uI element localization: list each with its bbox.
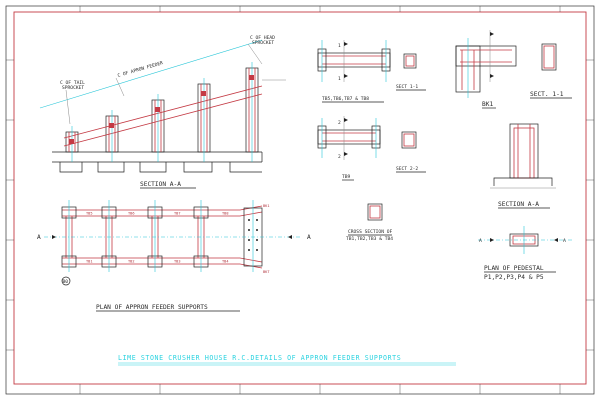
tb-group1-title: TB5,TB6,TB7 & TB8 [322,96,369,102]
section-aa-right-title: SECTION A-A [498,201,539,208]
plan-circle-b0: B0 [63,279,69,285]
tb-group1-marker-1-top: 1 [338,43,341,49]
tb-detail-group1 [317,40,391,82]
tb9-detail [317,116,381,160]
plan-feeder-title: PLAN OF APPRON FEEDER SUPPORTS [96,304,208,311]
plan-pedestal-title-l2: P1,P2,P3,P4 & P5 [484,274,544,281]
section-aa-left-title: SECTION A-A [140,181,181,188]
sprocket-head-label-l1: C OF HEAD [250,35,275,41]
sect-22-detail [401,131,417,149]
beam-tb6: TB6 [128,212,135,216]
cross-section-title-l1: CROSS SECTION OF [348,229,392,235]
sheet-border [5,5,595,395]
beam-tb8: TB8 [222,212,229,216]
plan-marker-a-right: A [307,234,311,241]
bk1-detail [455,30,517,98]
plan-pedestal-title-l1: PLAN OF PEDESTAL [484,265,544,272]
beam-tb1: TB1 [86,260,93,264]
plan-bk1-tag: BK1 [263,204,270,208]
tb9-marker-2-bottom: 2 [338,154,341,160]
sprocket-tail-label-l2: SPROCKET [62,85,84,91]
tb9-title: TB9 [342,174,351,180]
tb9-marker-2-top: 2 [338,120,341,126]
beam-tb2: TB2 [128,260,135,264]
bk1-title: BK1 [482,101,493,108]
beam-tb5: TB5 [86,212,93,216]
beam-tb4: TB4 [222,260,229,264]
apron-feeder-label: C OF APRON FEEDER [117,60,164,79]
drawing-title: LIME STONE CRUSHER HOUSE R.C.DETAILS OF … [118,354,401,362]
pedestal-marker-a-left: A [479,238,482,244]
beam-tb3: TB3 [174,260,181,264]
sect-11-mid-detail [403,53,417,69]
tb-group1-marker-1-bottom: 1 [338,76,341,82]
plan-marker-a-left: A [37,234,41,241]
sprocket-tail-label-l1: C OF TAIL [60,80,85,86]
section-aa-elevation [39,39,286,173]
beam-tb7: TB7 [174,212,181,216]
pedestal-marker-a-right: A [563,238,566,244]
sect-11-mid-title: SECT 1-1 [396,84,418,90]
section-aa-right-detail [490,123,556,189]
plan-pedestal-detail [478,226,572,254]
plan-bkt-tag: BKT [263,270,270,274]
plan-feeder-supports [44,200,300,286]
sprocket-head-label-l2: SPROCKET [252,40,274,46]
sect-11-right-detail [541,43,557,71]
cross-section-tb-detail [367,203,383,221]
sect-11-right-title: SECT. 1-1 [530,91,564,98]
cross-section-title-l2: TB1,TB2,TB3 & TB4 [346,236,393,242]
sect-22-title: SECT 2-2 [396,166,418,172]
